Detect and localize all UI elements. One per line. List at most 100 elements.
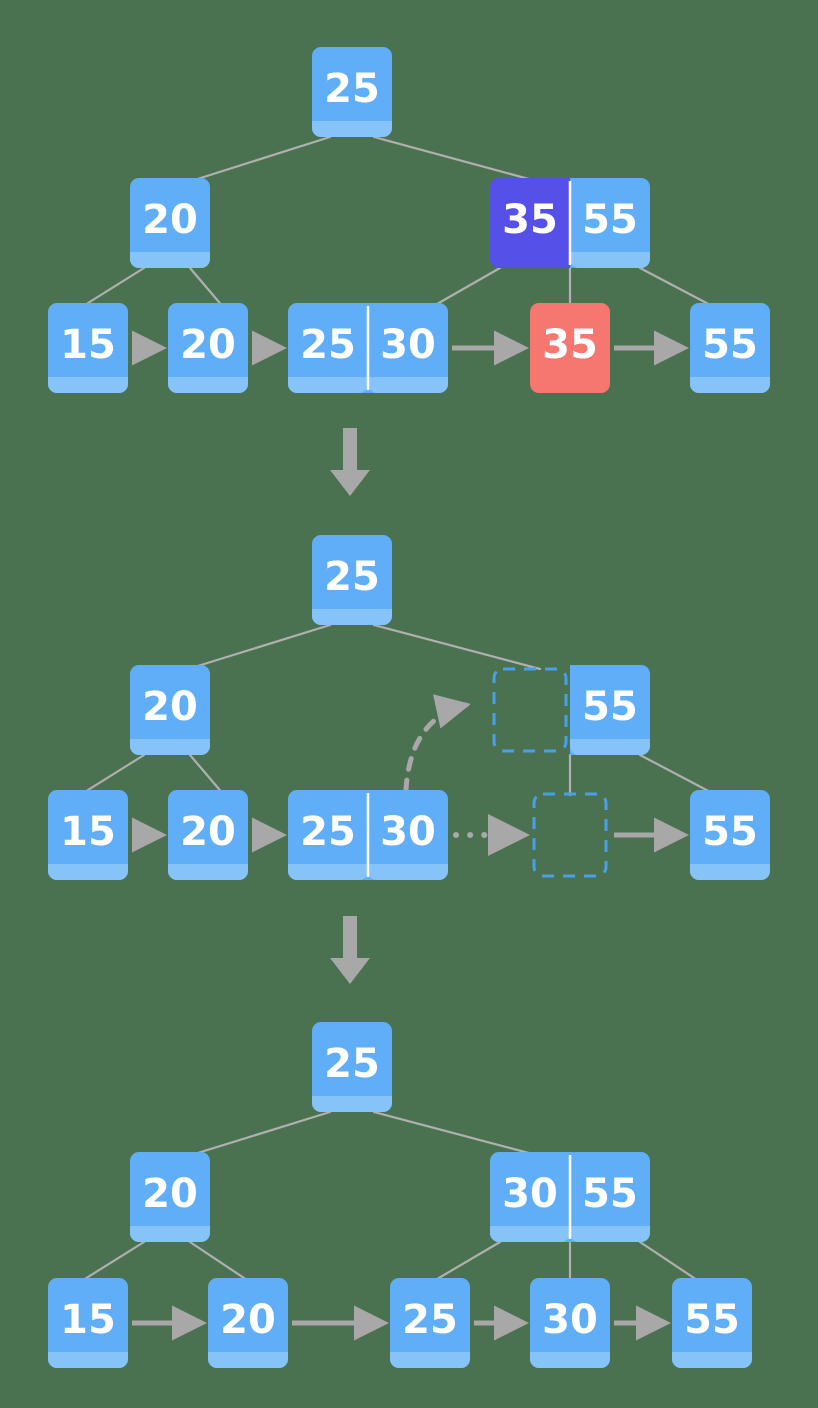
node-cell-default[interactable] bbox=[690, 303, 770, 393]
btree-node-leaf[interactable]: 20 bbox=[168, 790, 248, 880]
node-cell-value: 30 bbox=[380, 322, 436, 368]
node-cell-highlight-purple[interactable] bbox=[490, 178, 570, 268]
node-cell-value: 25 bbox=[324, 66, 380, 112]
node-cell-value: 15 bbox=[60, 322, 116, 368]
node-cell-shadow bbox=[490, 1226, 570, 1242]
node-cell-default[interactable] bbox=[312, 47, 392, 137]
btree-node-leaf[interactable]: 15 bbox=[48, 790, 128, 880]
node-cell-default[interactable] bbox=[168, 303, 248, 393]
btree-node-leaf[interactable] bbox=[532, 792, 608, 878]
btree-node-leaf[interactable]: 25 30 bbox=[288, 303, 448, 393]
node-cell-default[interactable] bbox=[48, 790, 128, 880]
tree-edge bbox=[372, 135, 542, 184]
node-cell-default[interactable] bbox=[570, 1152, 650, 1242]
node-cell-default[interactable] bbox=[288, 790, 368, 880]
btree-node-leaf[interactable]: 25 bbox=[390, 1278, 470, 1368]
node-cell-value: 55 bbox=[582, 1171, 638, 1217]
tree-edge bbox=[78, 266, 146, 310]
node-cell-value: 25 bbox=[324, 1041, 380, 1087]
node-cell-default[interactable] bbox=[208, 1278, 288, 1368]
node-cell-default[interactable] bbox=[312, 1022, 392, 1112]
tree-edge bbox=[430, 1240, 502, 1284]
node-cell-shadow bbox=[312, 121, 392, 137]
node-cell-default[interactable] bbox=[530, 1278, 610, 1368]
node-cell-shadow bbox=[312, 609, 392, 625]
node-cell-value: 25 bbox=[402, 1297, 458, 1343]
node-cell-default[interactable] bbox=[570, 665, 650, 755]
node-cell-value: 35 bbox=[542, 322, 598, 368]
node-cell-shadow bbox=[368, 377, 448, 393]
btree-node-leaf[interactable]: 15 bbox=[48, 1278, 128, 1368]
tree-edge bbox=[78, 753, 146, 797]
node-cell-default[interactable] bbox=[570, 178, 650, 268]
node-cell-default[interactable] bbox=[168, 790, 248, 880]
node-cell-default[interactable] bbox=[130, 178, 210, 268]
node-cell-value: 55 bbox=[702, 809, 758, 855]
node-cell-value: 20 bbox=[180, 809, 236, 855]
btree-node-leaf[interactable]: 15 bbox=[48, 303, 128, 393]
node-cell-shadow bbox=[690, 377, 770, 393]
node-cell-shadow bbox=[288, 377, 368, 393]
btree-node-internal[interactable]: 20 bbox=[130, 665, 210, 755]
node-cell-default[interactable] bbox=[390, 1278, 470, 1368]
tree-edge bbox=[638, 266, 718, 310]
node-cell-empty-placeholder[interactable] bbox=[532, 792, 608, 878]
node-cell-default[interactable] bbox=[288, 303, 368, 393]
node-cell-default[interactable] bbox=[48, 303, 128, 393]
btree-node-leaf[interactable]: 55 bbox=[690, 790, 770, 880]
btree-node-leaf[interactable]: 30 bbox=[530, 1278, 610, 1368]
stage-1-to-stage-2-arrow bbox=[330, 428, 370, 496]
node-cell-default[interactable] bbox=[130, 1152, 210, 1242]
node-cell-value: 25 bbox=[300, 322, 356, 368]
node-cell-shadow bbox=[390, 1352, 470, 1368]
btree-node-root[interactable]: 25 bbox=[312, 535, 392, 625]
node-cell-shadow bbox=[168, 377, 248, 393]
node-cell-default[interactable] bbox=[48, 1278, 128, 1368]
node-cell-shadow bbox=[312, 1096, 392, 1112]
node-cell-value: 15 bbox=[60, 1297, 116, 1343]
btree-node-internal[interactable]: 55 bbox=[492, 665, 650, 755]
btree-node-internal[interactable]: 20 bbox=[130, 1152, 210, 1242]
node-cell-shadow bbox=[130, 739, 210, 755]
node-cell-value: 20 bbox=[142, 1171, 198, 1217]
btree-node-leaf[interactable]: 20 bbox=[168, 303, 248, 393]
btree-node-root[interactable]: 25 bbox=[312, 1022, 392, 1112]
btree-node-internal[interactable]: 20 bbox=[130, 178, 210, 268]
node-cell-default[interactable] bbox=[490, 1152, 570, 1242]
node-cell-shadow bbox=[368, 864, 448, 880]
node-cell-shadow bbox=[690, 864, 770, 880]
node-cell-shadow bbox=[570, 252, 650, 268]
node-cell-value: 15 bbox=[60, 809, 116, 855]
btree-node-leaf[interactable]: 20 bbox=[208, 1278, 288, 1368]
node-cell-value: 30 bbox=[542, 1297, 598, 1343]
node-cell-default[interactable] bbox=[672, 1278, 752, 1368]
node-cell-value: 20 bbox=[220, 1297, 276, 1343]
node-cell-default[interactable] bbox=[312, 535, 392, 625]
node-cell-value: 35 bbox=[502, 197, 558, 243]
node-cell-default[interactable] bbox=[368, 303, 448, 393]
node-cell-default[interactable] bbox=[368, 790, 448, 880]
flow-arrow-head bbox=[330, 958, 370, 984]
node-cell-empty-placeholder[interactable] bbox=[492, 667, 568, 753]
tree-edge bbox=[186, 623, 332, 671]
node-cell-shadow bbox=[130, 1226, 210, 1242]
btree-node-leaf[interactable]: 35 bbox=[530, 303, 610, 393]
stage-2-to-stage-3-arrow bbox=[330, 916, 370, 984]
tree-edge bbox=[372, 1110, 542, 1158]
tree-edge bbox=[186, 1110, 332, 1158]
node-cell-shadow bbox=[570, 739, 650, 755]
tree-edge bbox=[638, 753, 718, 797]
node-cell-default[interactable] bbox=[690, 790, 770, 880]
btree-node-leaf[interactable]: 55 bbox=[690, 303, 770, 393]
node-cell-default[interactable] bbox=[130, 665, 210, 755]
node-cell-highlight-red[interactable] bbox=[530, 303, 610, 393]
btree-node-leaf[interactable]: 55 bbox=[672, 1278, 752, 1368]
edges-layer bbox=[78, 135, 718, 1341]
btree-node-root[interactable]: 25 bbox=[312, 47, 392, 137]
